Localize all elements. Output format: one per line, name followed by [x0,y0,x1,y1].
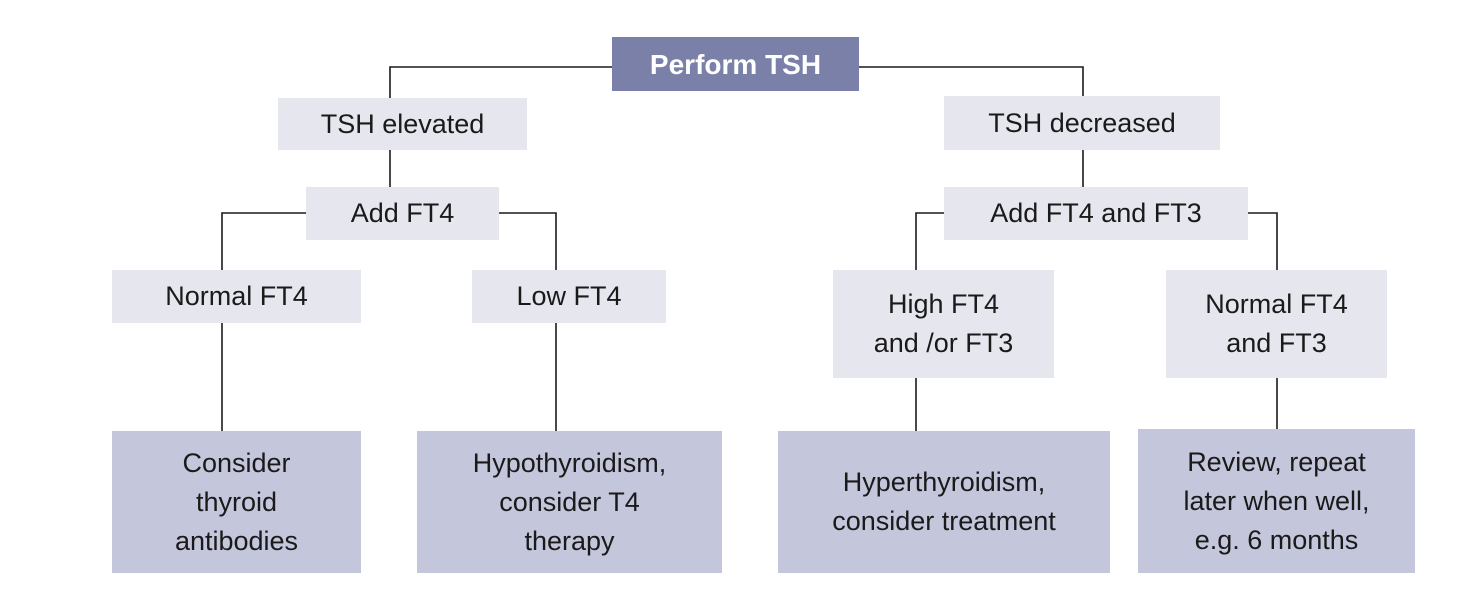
outcome-normal-ft4: Normal FT4 [112,270,361,323]
connector-root-right [859,66,1084,96]
connector-test-high [915,212,944,270]
outcome-low-ft4: Low FT4 [472,270,666,323]
action-hyperthyroidism: Hyperthyroidism, consider treatment [778,431,1110,573]
branch-tsh-elevated: TSH elevated [278,98,527,150]
connector-test-normal-right [1248,212,1278,270]
root-node: Perform TSH [612,37,859,91]
branch-tsh-decreased: TSH decreased [944,96,1220,150]
connector-root-left [389,66,612,98]
outcome-high-ft4-or-ft3: High FT4 and /or FT3 [833,270,1054,378]
test-add-ft4-ft3: Add FT4 and FT3 [944,187,1248,240]
action-review-repeat: Review, repeat later when well, e.g. 6 m… [1138,429,1415,573]
action-hypothyroidism: Hypothyroidism, consider T4 therapy [417,431,722,573]
connector-test-normal [221,212,306,270]
connector-test-low [499,212,557,270]
outcome-normal-ft4-and-ft3: Normal FT4 and FT3 [1166,270,1387,378]
action-consider-antibodies: Consider thyroid antibodies [112,431,361,573]
test-add-ft4: Add FT4 [306,187,499,240]
